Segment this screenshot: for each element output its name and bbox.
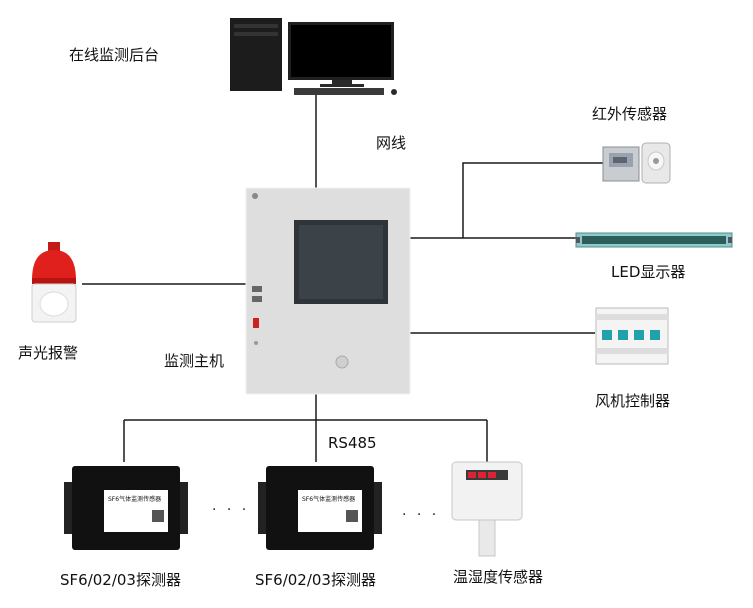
pc-tower-monitor-icon [230, 18, 397, 95]
alarm-siren-device [31, 242, 77, 323]
label-detector-1: SF6/02/03探测器 [60, 571, 181, 589]
ellipsis-2: · · · [402, 507, 440, 523]
label-fan-controller: 风机控制器 [595, 392, 671, 410]
label-th-sensor: 温湿度传感器 [453, 568, 544, 586]
label-detector-2: SF6/02/03探测器 [255, 571, 376, 589]
label-host: 监测主机 [164, 352, 225, 370]
detector-2-title: SF6气体监测传感器 [302, 495, 355, 503]
monitoring-host-device [245, 187, 411, 395]
infrared-sensor-device [602, 142, 671, 184]
detector-2-device: SF6气体监测传感器 [258, 466, 382, 550]
detector-1-title: SF6气体监测传感器 [108, 495, 161, 503]
label-led-display: LED显示器 [611, 263, 686, 281]
label-alarm: 声光报警 [18, 344, 79, 362]
detector-1-device: SF6气体监测传感器 [64, 466, 188, 550]
label-rs485: RS485 [328, 434, 377, 452]
ellipsis-1: · · · [212, 502, 250, 518]
fan-controller-device [595, 307, 669, 365]
led-display-device [575, 232, 733, 248]
label-ir-sensor: 红外传感器 [592, 105, 668, 123]
temp-humidity-sensor-device [451, 461, 523, 557]
label-network: 网线 [376, 134, 407, 152]
wire-host-ir [462, 162, 605, 238]
label-monitor-backend: 在线监测后台 [69, 46, 160, 64]
